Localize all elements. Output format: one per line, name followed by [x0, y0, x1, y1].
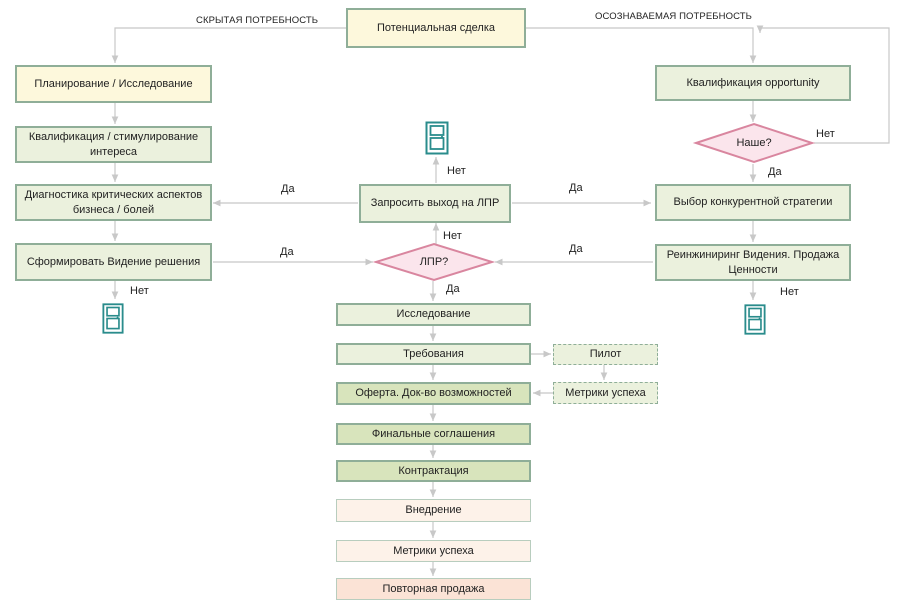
conscious-need-label: ОСОЗНАВАЕМАЯ ПОТРЕБНОСТЬ [595, 11, 752, 22]
exit-door-icon [744, 304, 766, 335]
yes-label-ours: Да [768, 166, 782, 178]
no-label-dm: Нет [443, 230, 462, 242]
success-metrics-side-node[interactable]: Метрики успеха [553, 382, 658, 404]
potential-deal-node[interactable]: Потенциальная сделка [346, 8, 526, 48]
form-vision-node[interactable]: Сформировать Видение решения [15, 243, 212, 281]
implementation-node[interactable]: Внедрение [336, 499, 531, 522]
final-agreements-node[interactable]: Финальные соглашения [336, 423, 531, 445]
no-label-request: Нет [447, 165, 466, 177]
planning-node[interactable]: Планирование / Исследование [15, 65, 212, 103]
exit-door-icon [102, 303, 124, 334]
reengineering-node[interactable]: Реинжиниринг Видения. Продажа Ценности [655, 244, 851, 281]
yes-label-diagnostics: Да [281, 183, 295, 195]
research-node[interactable]: Исследование [336, 303, 531, 326]
yes-label-reengineering: Да [569, 243, 583, 255]
dm-decision-label[interactable]: ЛПР? [419, 256, 449, 268]
exit-door-icon [425, 121, 449, 155]
dm-decision-diamond [372, 242, 496, 282]
yes-label-competitive: Да [569, 182, 583, 194]
pilot-node[interactable]: Пилот [553, 344, 658, 365]
contracting-node[interactable]: Контрактация [336, 460, 531, 482]
qualification-opportunity-node[interactable]: Квалификация opportunity [655, 65, 851, 101]
qualification-stimulation-node[interactable]: Квалификация / стимулирование интереса [15, 126, 212, 163]
no-label-right: Нет [780, 286, 799, 298]
competitive-strategy-node[interactable]: Выбор конкурентной стратегии [655, 184, 851, 221]
diagnostics-node[interactable]: Диагностика критических аспектов бизнеса… [15, 184, 212, 221]
offer-node[interactable]: Оферта. Док-во возможностей [336, 382, 531, 405]
yes-label-dm: Да [446, 283, 460, 295]
requirements-node[interactable]: Требования [336, 343, 531, 365]
request-dm-node[interactable]: Запросить выход на ЛПР [359, 184, 511, 223]
ours-decision-diamond [692, 122, 816, 164]
yes-label-form-vision: Да [280, 246, 294, 258]
no-label-left: Нет [130, 285, 149, 297]
hidden-need-label: СКРЫТАЯ ПОТРЕБНОСТЬ [196, 15, 319, 26]
ours-decision-label[interactable]: Наше? [736, 137, 772, 149]
success-metrics-node[interactable]: Метрики успеха [336, 540, 531, 562]
repeat-sale-node[interactable]: Повторная продажа [336, 578, 531, 600]
no-label-ours: Нет [816, 128, 835, 140]
